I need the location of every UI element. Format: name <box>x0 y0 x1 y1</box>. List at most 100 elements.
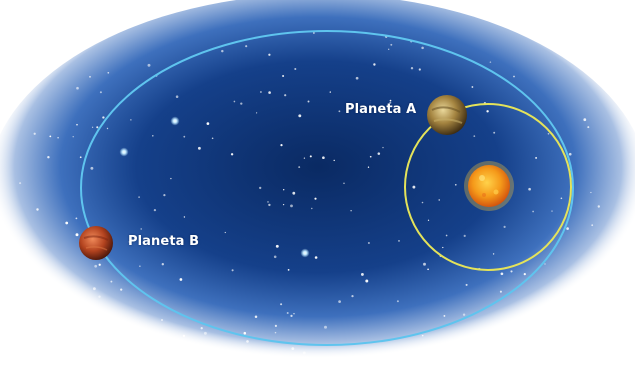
star <box>206 122 210 125</box>
star <box>590 191 592 194</box>
star <box>49 135 52 138</box>
star <box>360 272 364 276</box>
star <box>290 314 293 318</box>
star <box>170 177 172 180</box>
star <box>532 210 534 213</box>
star <box>445 234 448 237</box>
star <box>246 340 249 343</box>
star <box>583 118 587 122</box>
star <box>338 110 341 113</box>
star <box>106 127 109 130</box>
star <box>499 290 502 293</box>
planet-a-orbit <box>404 103 572 271</box>
star <box>465 283 468 286</box>
star <box>224 231 226 234</box>
star <box>183 216 186 218</box>
star <box>280 303 283 306</box>
star <box>259 186 262 190</box>
star <box>245 45 248 48</box>
star <box>90 166 94 170</box>
star <box>535 156 538 159</box>
star <box>303 157 306 159</box>
bright-star <box>170 116 180 126</box>
star <box>396 300 399 303</box>
star <box>147 63 151 67</box>
star <box>72 136 74 138</box>
star <box>290 204 293 208</box>
star <box>568 152 572 156</box>
star <box>294 67 297 71</box>
star <box>410 66 414 70</box>
star <box>283 189 285 191</box>
star <box>76 86 79 90</box>
star <box>102 116 105 119</box>
star <box>324 325 327 329</box>
star <box>243 331 247 335</box>
star <box>500 272 504 276</box>
star <box>298 114 302 118</box>
star <box>91 126 94 128</box>
planet-a-label: Planeta A <box>345 102 417 117</box>
star <box>200 327 203 330</box>
star <box>307 100 310 103</box>
bright-star <box>119 147 129 157</box>
star <box>267 201 269 203</box>
star <box>551 210 553 212</box>
star <box>75 217 78 220</box>
star <box>94 264 98 268</box>
star <box>233 100 236 103</box>
star <box>138 196 140 198</box>
star <box>418 68 421 71</box>
star <box>389 101 392 104</box>
star <box>382 146 384 149</box>
star <box>438 199 440 201</box>
star <box>471 86 474 88</box>
star <box>369 155 372 158</box>
star <box>443 314 446 317</box>
star <box>291 347 295 350</box>
star <box>322 156 325 160</box>
star <box>390 43 393 46</box>
star <box>489 61 492 63</box>
planet-b-label: Planeta B <box>128 234 200 249</box>
star <box>388 48 390 50</box>
star <box>513 75 515 78</box>
star <box>275 244 279 248</box>
star <box>160 318 164 322</box>
star <box>259 91 262 93</box>
star <box>314 256 318 259</box>
star <box>351 294 354 298</box>
star <box>544 263 546 265</box>
star <box>273 255 277 259</box>
star <box>421 201 424 204</box>
bright-star <box>300 248 310 258</box>
star <box>442 246 444 249</box>
star <box>179 278 183 281</box>
star <box>398 240 400 242</box>
star <box>197 146 201 150</box>
star <box>377 152 381 155</box>
star <box>338 300 341 303</box>
star <box>560 197 563 200</box>
sun-icon <box>464 161 514 211</box>
star <box>373 63 376 66</box>
planet-b-orbit <box>80 30 574 346</box>
star <box>421 46 424 50</box>
star <box>153 208 157 212</box>
star <box>175 95 179 98</box>
star <box>274 331 277 334</box>
star <box>163 193 166 197</box>
star <box>57 136 59 139</box>
star <box>389 99 392 102</box>
planet-b-icon <box>79 226 113 260</box>
star <box>365 279 369 283</box>
star <box>510 270 513 273</box>
star <box>256 112 258 114</box>
star <box>528 187 531 191</box>
star <box>107 71 110 74</box>
star <box>139 265 141 267</box>
star <box>211 137 214 140</box>
star <box>463 234 466 237</box>
star <box>284 94 287 97</box>
